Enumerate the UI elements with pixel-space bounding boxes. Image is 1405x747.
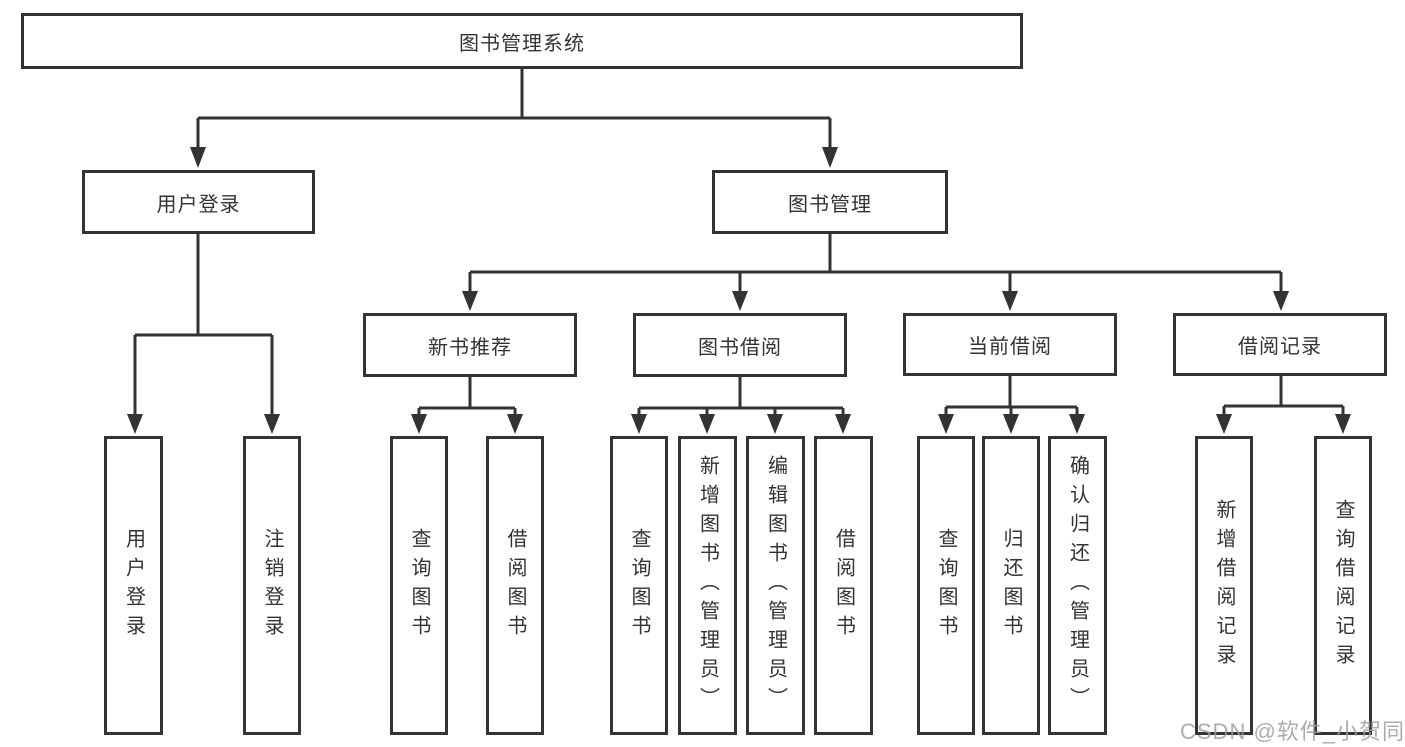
- node-book-management-branch: 图书管理: [712, 170, 948, 234]
- leaf-label: 用户登录: [122, 527, 145, 644]
- node-root-system: 图书管理系统: [21, 13, 1023, 69]
- leaf-add-borrow-record: 新增借阅记录: [1195, 436, 1253, 735]
- node-current-borrow: 当前借阅: [903, 313, 1117, 376]
- leaf-query-books-borrow: 查询图书: [610, 436, 668, 735]
- leaf-user-login: 用户登录: [104, 436, 163, 735]
- leaf-borrow-books-recommend: 借阅图书: [486, 436, 544, 735]
- leaf-label: 查询借阅记录: [1332, 498, 1354, 673]
- leaf-label: 注销登录: [261, 527, 283, 644]
- leaf-add-books-admin: 新增图书（管理员）: [678, 436, 737, 735]
- csdn-watermark: CSDN @软件_小贺同学: [1180, 719, 1405, 744]
- node-user-login-branch: 用户登录: [82, 170, 315, 234]
- node-book-borrow: 图书借阅: [633, 313, 847, 377]
- leaf-label: 新增借阅记录: [1213, 498, 1235, 673]
- leaf-label: 查询图书: [935, 527, 957, 644]
- leaf-label: 借阅图书: [832, 527, 855, 644]
- arrowheads: [127, 147, 1351, 434]
- leaf-label: 查询图书: [628, 527, 650, 644]
- leaf-logout: 注销登录: [243, 436, 301, 735]
- leaf-query-books-recommend: 查询图书: [390, 436, 448, 735]
- node-new-book-recommend: 新书推荐: [363, 313, 577, 377]
- leaf-query-books-current: 查询图书: [917, 436, 975, 735]
- leaf-label: 确认归还（管理员）: [1066, 455, 1089, 716]
- leaf-label: 编辑图书（管理员）: [764, 455, 787, 716]
- leaf-label: 新增图书（管理员）: [696, 455, 719, 716]
- leaf-confirm-return-admin: 确认归还（管理员）: [1048, 436, 1107, 735]
- leaf-query-borrow-record: 查询借阅记录: [1314, 436, 1372, 735]
- leaf-label: 查询图书: [408, 527, 430, 644]
- leaf-edit-books-admin: 编辑图书（管理员）: [746, 436, 805, 735]
- node-borrow-records: 借阅记录: [1173, 313, 1387, 376]
- leaf-borrow-books: 借阅图书: [814, 436, 873, 735]
- leaf-return-books: 归还图书: [982, 436, 1040, 735]
- leaf-label: 借阅图书: [504, 527, 526, 644]
- leaf-label: 归还图书: [1000, 527, 1022, 644]
